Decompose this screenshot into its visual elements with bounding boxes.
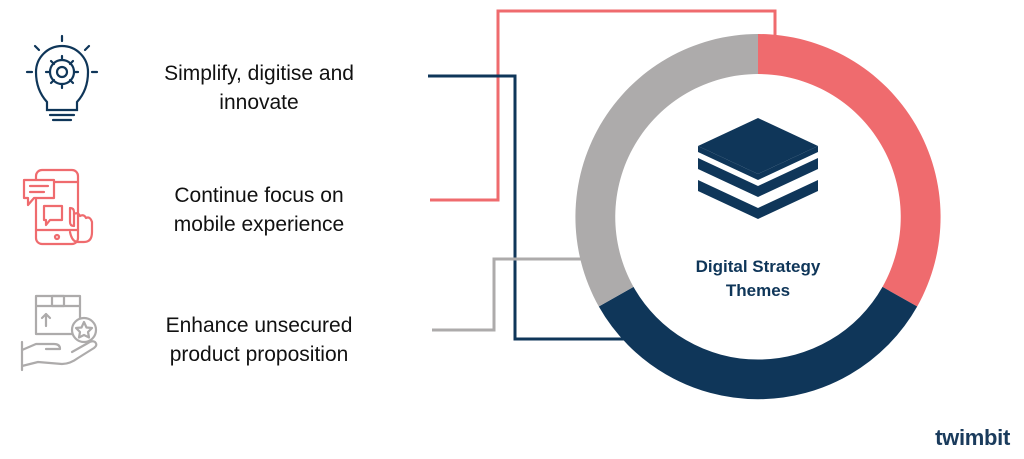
theme-unsecured-line2: product proposition bbox=[169, 343, 349, 366]
theme-unsecured-line1: Enhance unsecured bbox=[165, 314, 353, 337]
hand-box-star-icon bbox=[20, 294, 98, 372]
connector-line-unsecured bbox=[432, 257, 588, 332]
theme-mobile-text: Continue focus on mobile experience bbox=[124, 181, 394, 239]
connector-line-mobile bbox=[430, 9, 777, 202]
layers-icon bbox=[698, 118, 818, 219]
center-label-line1: Digital Strategy bbox=[695, 257, 821, 276]
ring-segment-red bbox=[758, 34, 941, 307]
center-label: Digital Strategy Themes bbox=[668, 255, 848, 303]
theme-simplify-text: Simplify, digitise and innovate bbox=[124, 59, 394, 117]
theme-mobile-line1: Continue focus on bbox=[174, 184, 344, 207]
ring-segment-navy bbox=[598, 286, 918, 400]
connector-line-simplify bbox=[428, 74, 630, 341]
theme-mobile-line2: mobile experience bbox=[173, 213, 345, 236]
ring-segment-gray bbox=[575, 34, 758, 307]
brand-logo: twimbit bbox=[935, 425, 1010, 450]
center-label-line2: Themes bbox=[725, 281, 791, 300]
theme-simplify-line2: innovate bbox=[219, 91, 299, 114]
lightbulb-gear-icon bbox=[25, 34, 99, 122]
theme-unsecured-text: Enhance unsecured product proposition bbox=[124, 311, 394, 369]
mobile-chat-icon bbox=[22, 168, 94, 246]
theme-simplify-line1: Simplify, digitise and bbox=[164, 62, 354, 85]
